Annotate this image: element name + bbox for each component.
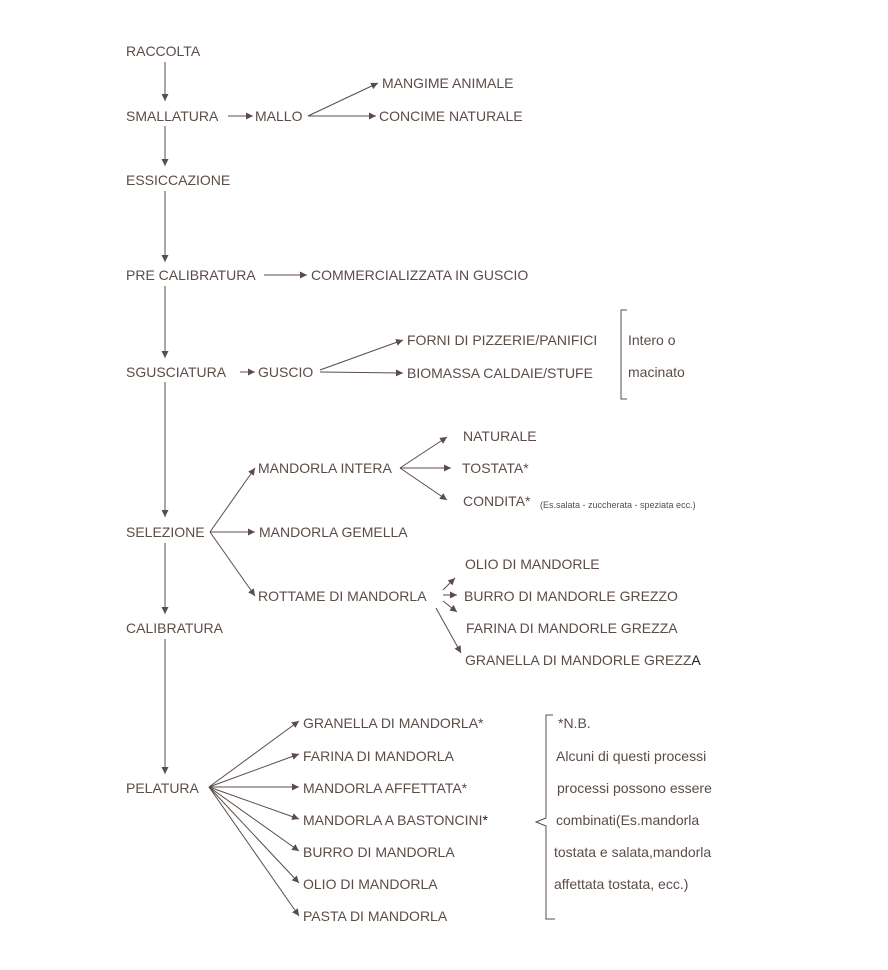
arrow-pelatura-granella <box>208 720 300 788</box>
arrow-selezione-intera <box>209 467 256 533</box>
node-olio-di-mandorla: OLIO DI MANDORLA <box>303 876 438 892</box>
node-farina-di-mandorla: FARINA DI MANDORLA <box>303 748 454 764</box>
arrow-rottame-granella <box>435 607 462 654</box>
arrow-pelatura-burro <box>208 786 300 852</box>
node-tostata: TOSTATA* <box>462 460 529 476</box>
nb-note-bracket <box>534 714 555 920</box>
arrow-intera-naturale <box>399 436 448 469</box>
node-forni-pizzerie-panifici: FORNI DI PIZZERIE/PANIFICI <box>407 332 598 348</box>
arrow-intera-condita <box>399 467 448 501</box>
arrow-pelatura-farina <box>208 753 300 788</box>
node-olio-di-mandorle: OLIO DI MANDORLE <box>465 556 600 572</box>
node-pasta-di-mandorla: PASTA DI MANDORLA <box>303 908 448 924</box>
node-granella-di-mandorla: GRANELLA DI MANDORLA* <box>303 715 484 731</box>
arrow-rottame-farina <box>442 600 458 613</box>
bastoncini-text: MANDORLA A BASTONCINI <box>303 812 483 828</box>
step-calibratura: CALIBRATURA <box>126 620 223 636</box>
arrow-guscio-forni <box>319 339 404 371</box>
node-biomassa-caldaie-stufe: BIOMASSA CALDAIE/STUFE <box>407 365 593 381</box>
step-pre-calibratura: PRE CALIBRATURA <box>126 267 256 283</box>
arrow-pelatura-olio <box>208 786 300 884</box>
node-granella-di-mandorle-grezza: GRANELLA DI MANDORLE GREZZA <box>465 652 701 668</box>
step-smallatura: SMALLATURA <box>126 108 219 124</box>
arrow-guscio-biomassa <box>319 369 404 377</box>
node-mandorla-intera: MANDORLA INTERA <box>258 460 392 476</box>
node-concime-naturale: CONCIME NATURALE <box>379 108 523 124</box>
bastoncini-star: * <box>482 812 488 828</box>
node-mallo: MALLO <box>255 108 303 124</box>
granella-grezza-text: GRANELLA DI MANDORLE GREZZ <box>465 652 692 668</box>
guscio-note-bracket <box>620 309 627 400</box>
guscio-note-line2: macinato <box>628 364 685 380</box>
node-mandorla-a-bastoncini: MANDORLA A BASTONCINI* <box>303 812 488 828</box>
arrow-lines <box>161 62 627 920</box>
node-mandorla-gemella: MANDORLA GEMELLA <box>259 524 408 540</box>
nb-note-title: *N.B. <box>558 715 591 731</box>
arrow-pelatura-pasta <box>208 786 300 917</box>
node-mandorla-affettata: MANDORLA AFFETTATA* <box>303 780 468 796</box>
node-condita: CONDITA* <box>463 493 531 509</box>
nb-note-line-3: combinati(Es.mandorla <box>556 812 700 828</box>
node-commercializzata-in-guscio: COMMERCIALIZZATA IN GUSCIO <box>311 267 529 283</box>
node-mangime-animale: MANGIME ANIMALE <box>382 75 514 91</box>
step-selezione: SELEZIONE <box>126 524 205 540</box>
node-rottame-di-mandorla: ROTTAME DI MANDORLA <box>258 588 427 604</box>
arrow-pelatura-bastoncini <box>208 786 300 820</box>
node-burro-di-mandorla: BURRO DI MANDORLA <box>303 844 455 860</box>
arrow-selezione-rottame <box>209 531 256 597</box>
nb-note-line-5: affettata tostata, ecc.) <box>554 876 689 892</box>
step-sgusciatura: SGUSCIATURA <box>126 364 227 380</box>
nb-note-line-2: processi possono essere <box>557 780 712 796</box>
arrow-rottame-olio <box>442 577 456 591</box>
step-essiccazione: ESSICCAZIONE <box>126 172 231 188</box>
guscio-note-line1: Intero o <box>628 332 676 348</box>
node-farina-di-mandorle-grezza: FARINA DI MANDORLE GREZZA <box>466 620 678 636</box>
arrow-mallo-mangime <box>307 82 379 117</box>
step-raccolta: RACCOLTA <box>126 43 201 59</box>
nb-note-line-1: Alcuni di questi processi <box>556 748 707 764</box>
node-guscio: GUSCIO <box>258 364 314 380</box>
condita-example-note: (Es.salata - zuccherata - speziata ecc.) <box>540 500 696 510</box>
granella-grezza-suffix: A <box>691 652 701 668</box>
node-burro-di-mandorle-grezzo: BURRO DI MANDORLE GREZZO <box>464 588 678 604</box>
node-naturale: NATURALE <box>463 428 537 444</box>
step-pelatura: PELATURA <box>126 780 199 796</box>
nb-note-line-4: tostata e salata,mandorla <box>554 844 712 860</box>
